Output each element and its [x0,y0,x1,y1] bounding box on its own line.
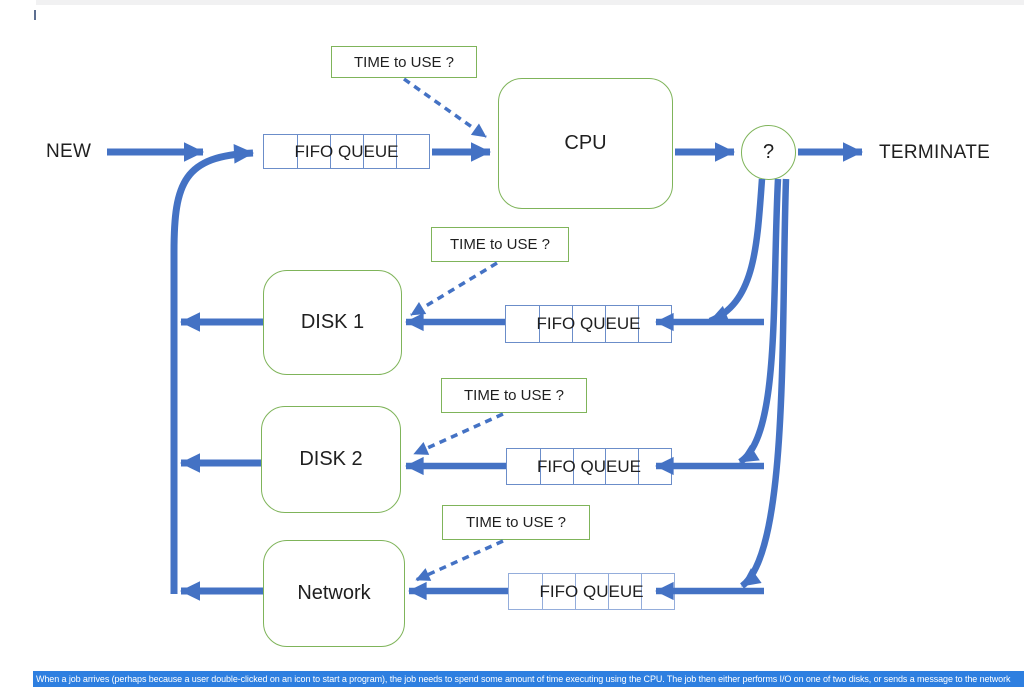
dashed-time-cpu [402,77,488,139]
time-box-disk2-label: TIME to USE ? [463,387,565,404]
fifo-queue-disk1: FIFO QUEUE [505,305,672,343]
fifo-queue-disk2-label: FIFO QUEUE [537,456,641,476]
time-box-disk1-label: TIME to USE ? [449,236,551,253]
curve-branch-to-queue2 [738,178,782,465]
dashed-time-disk2 [413,412,504,456]
text-cursor [34,10,36,20]
label-new: NEW [46,141,92,162]
curve-branch-to-queue1 [708,178,766,325]
caption-bar: When a job arrives (perhaps because a us… [33,671,1024,687]
node-disk1: DISK 1 [263,270,402,375]
node-disk1-label: DISK 1 [300,311,365,333]
node-cpu-label: CPU [564,132,607,154]
time-box-disk2: TIME to USE ? [441,378,587,413]
branch-circle: ? [741,125,796,180]
fifo-queue-disk1-label: FIFO QUEUE [536,314,641,333]
top-scrollbar-strip [36,0,1024,5]
time-box-cpu-label: TIME to USE ? [353,53,455,71]
time-box-network-label: TIME to USE ? [465,514,567,531]
node-cpu: CPU [498,78,673,209]
fifo-queue-cpu: FIFO QUEUE [263,134,430,169]
time-box-network: TIME to USE ? [442,505,590,540]
branch-circle-label: ? [762,141,775,163]
dashed-time-network [415,539,504,582]
fifo-queue-cpu-label: FIFO QUEUE [294,141,399,161]
time-box-cpu: TIME to USE ? [331,46,477,78]
fifo-queue-disk2: FIFO QUEUE [506,448,672,485]
label-terminate: TERMINATE [879,142,991,163]
feedback-return-line [170,144,255,594]
dashed-time-disk1 [410,261,498,317]
node-disk2: DISK 2 [261,406,401,513]
node-disk2-label: DISK 2 [299,448,363,470]
fifo-queue-network: FIFO QUEUE [508,573,675,610]
time-box-disk1: TIME to USE ? [431,227,569,262]
curve-branch-to-queue3 [739,178,790,589]
node-network-label: Network [297,582,371,604]
fifo-queue-network-label: FIFO QUEUE [539,581,644,601]
node-network: Network [263,540,405,647]
